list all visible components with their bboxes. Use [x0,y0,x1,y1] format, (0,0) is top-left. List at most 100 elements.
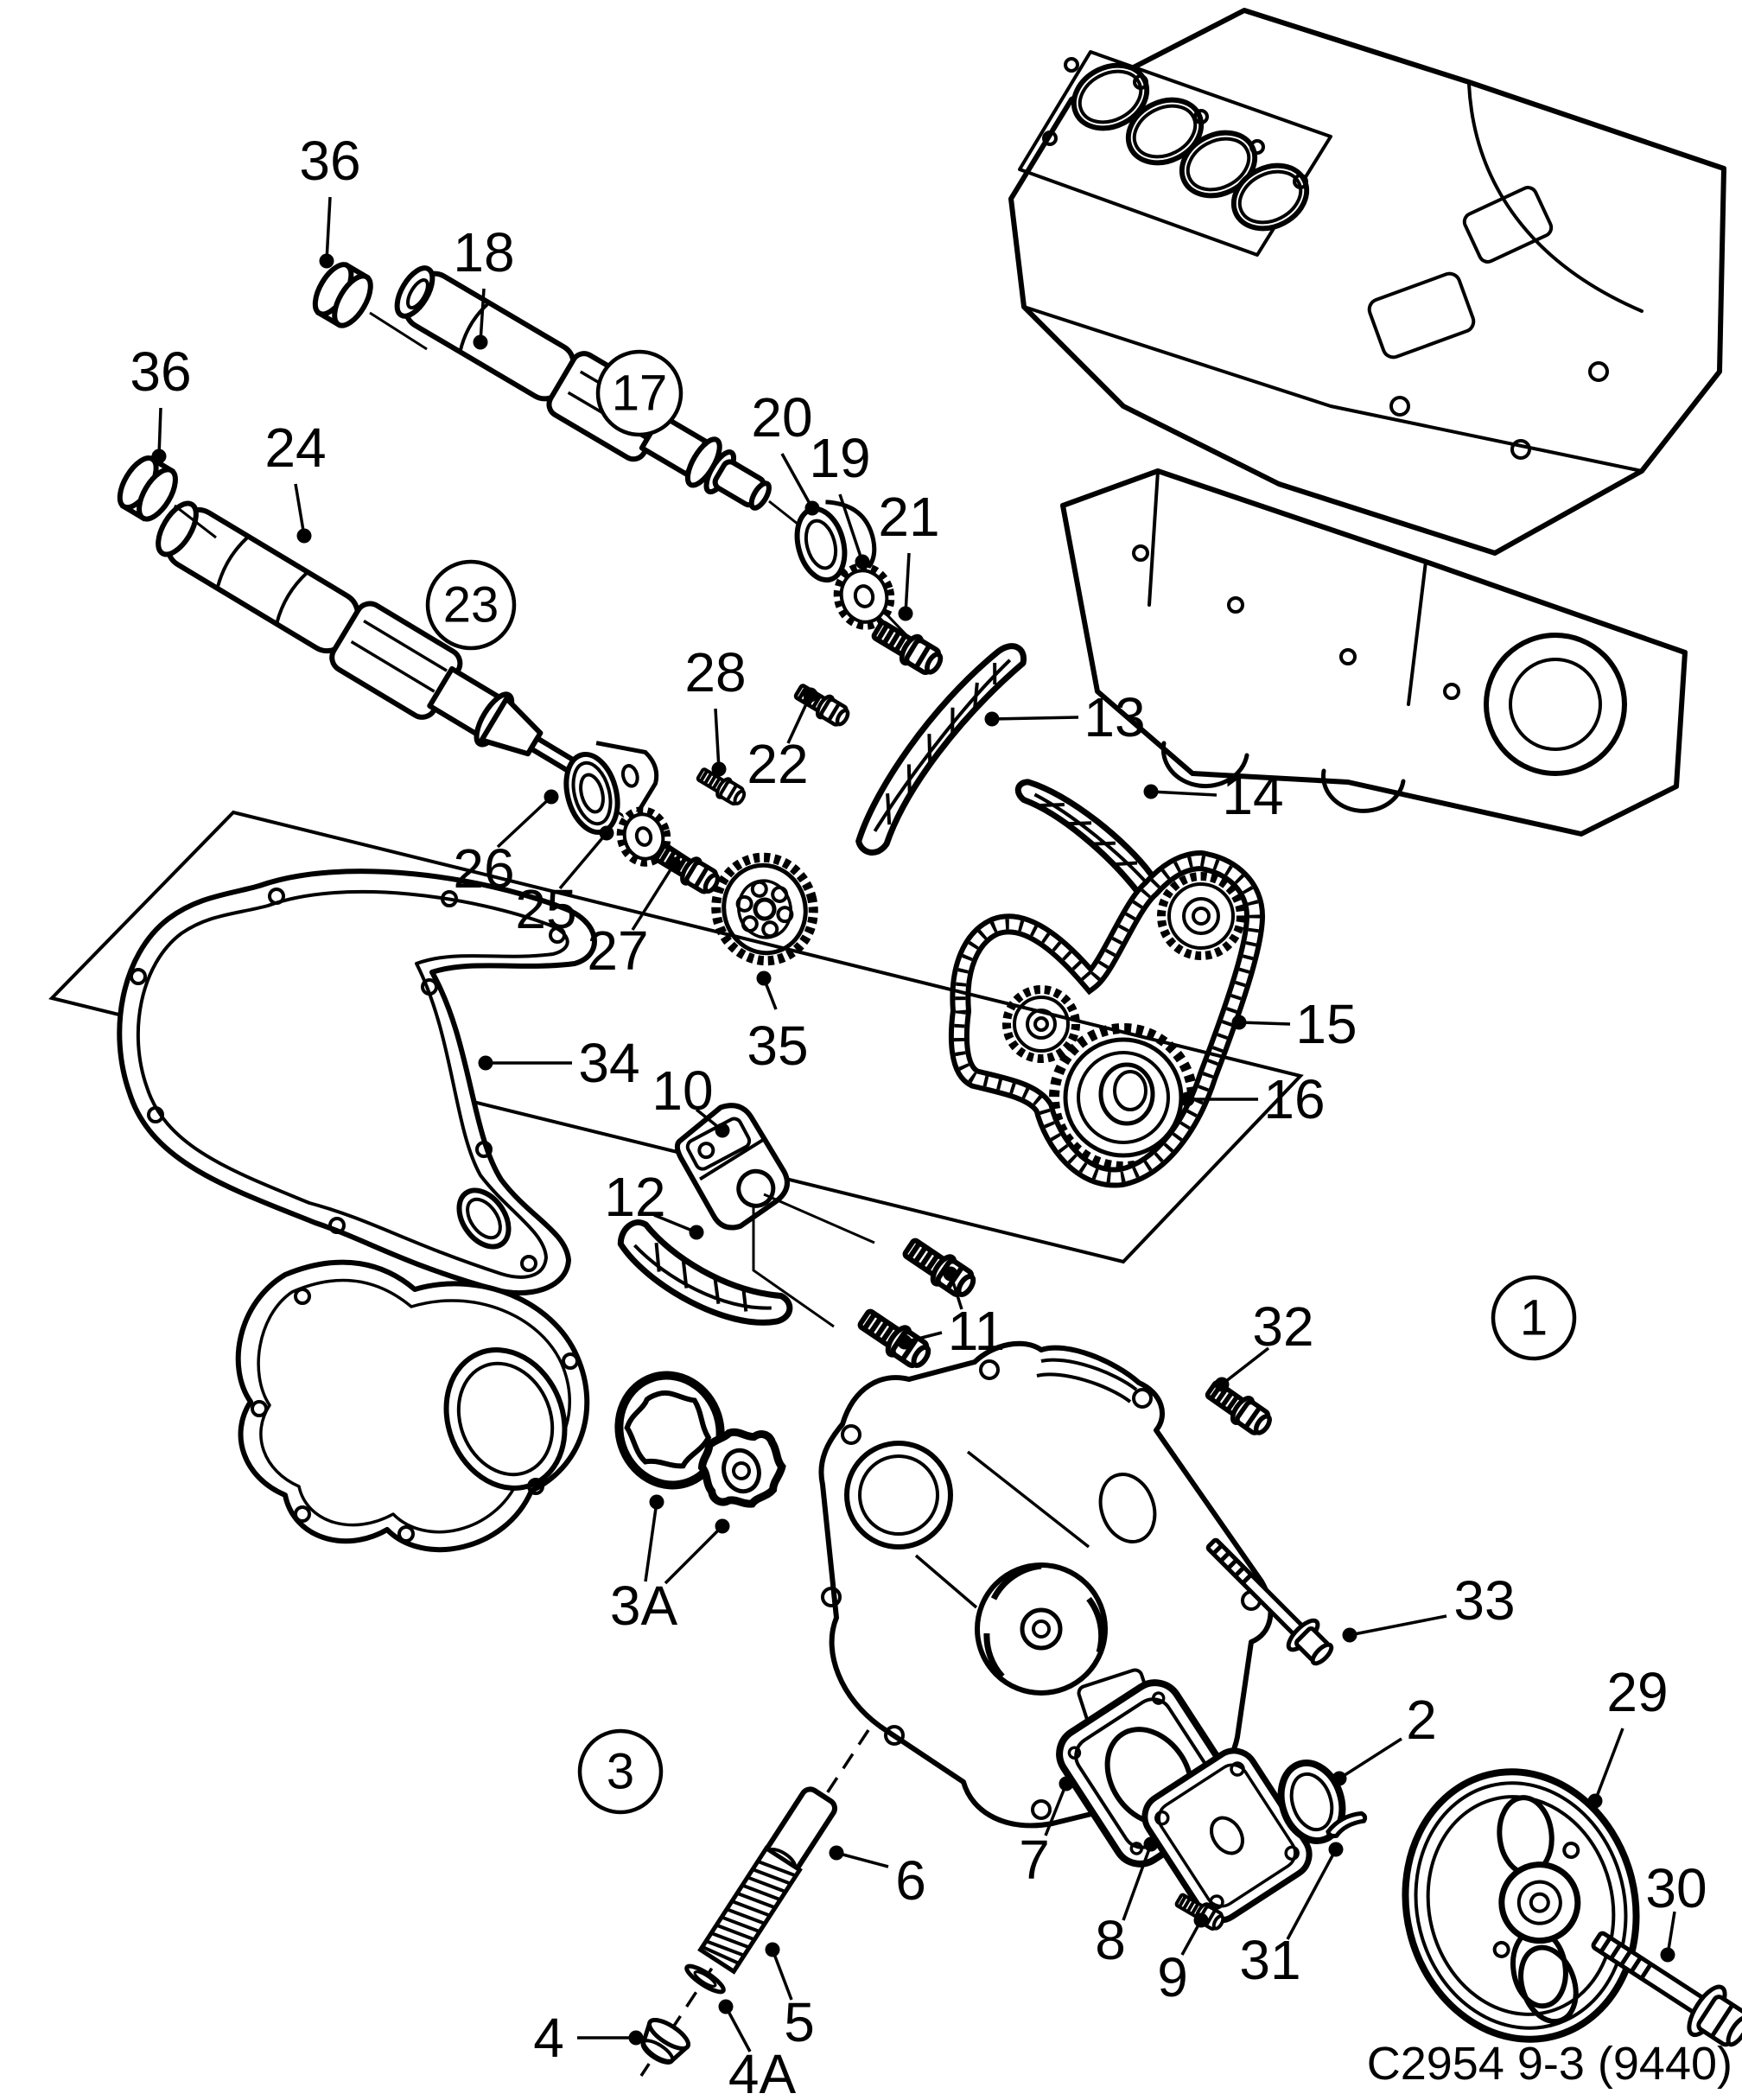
callout-number: 1 [1520,1290,1548,1346]
callout-number: 15 [1295,993,1357,1055]
leader-line [1593,1728,1624,1802]
callout-33: 33 [1342,1569,1516,1643]
callout-3: 3 [577,1728,664,1815]
leader-line [157,407,162,457]
leader-dot [718,1999,734,2014]
o-ring-31 [1326,1810,1368,1839]
callout-6: 6 [829,1845,926,1912]
leader-dot [1179,1091,1195,1107]
leader-dot [1059,1776,1074,1791]
callout-4: 4 [533,2007,644,2069]
gear-25 [616,806,671,867]
callout-31: 31 [1239,1842,1344,1991]
leader-dot [1328,1842,1344,1857]
chain-guide-13 [855,643,1027,856]
callout-25: 25 [515,825,614,940]
callout-14: 14 [1143,764,1284,826]
callout-1: 1 [1491,1275,1577,1361]
leader-line [780,453,814,509]
callout-number: 3A [610,1575,678,1637]
callout-number: 11 [948,1300,1005,1362]
leader-line [838,493,864,563]
leader-dot [715,1123,730,1138]
callout-number: 6 [895,1849,926,1912]
callout-19: 19 [809,427,871,570]
leader-dot [1587,1793,1603,1809]
callout-7: 7 [1019,1776,1074,1891]
callout-36: 36 [299,130,361,269]
callout-number: 34 [578,1032,639,1094]
seal-2 [1277,1760,1346,1844]
callout-28: 28 [684,641,747,777]
chain-guide-14 [1014,779,1158,897]
callout-8: 8 [1095,1836,1159,1971]
bearing-26 [563,741,659,836]
leader-dot [666,856,682,872]
assembly-axis-line [763,1193,875,1244]
washer-4a [684,1963,726,1995]
callout-number: 29 [1606,1661,1668,1723]
leader-dot [319,253,334,269]
callout-number: 30 [1645,1857,1707,1919]
leader-dot [151,449,167,464]
leader-line [558,831,608,890]
leader-line [724,2006,752,2052]
callout-10: 10 [652,1060,730,1138]
leader-dot [1660,1947,1675,1963]
timing-chain-15 [948,850,1266,1188]
leader-dot [1214,1377,1230,1392]
callout-9: 9 [1157,1912,1209,2008]
leader-dot [1342,1627,1357,1643]
assembly-axis-line [752,1206,835,1328]
callout-number: 18 [453,221,514,283]
callout-number: 7 [1019,1829,1050,1891]
callout-2: 2 [1332,1689,1437,1786]
leader-dot [803,687,818,703]
leader-dot [804,500,820,516]
cover-plate-8 [1141,1747,1313,1924]
leader-line [1220,1346,1270,1386]
callout-32: 32 [1214,1295,1314,1392]
callout-balloon [425,559,517,651]
callout-number: 5 [784,1991,815,2053]
assembly-axis-line [174,504,217,539]
callout-number: 17 [612,366,668,422]
callout-balloon [595,349,683,437]
balance-shaft-23 [156,500,584,780]
chain-tensioner-10 [674,1103,790,1231]
callout-number: 31 [1239,1929,1300,1991]
leader-dot [715,1518,730,1534]
leader-line [664,1524,724,1585]
leader-line [1238,1021,1291,1026]
callout-number: 3 [607,1744,634,1800]
oil-pump-outer-rotor-3a [614,1371,725,1490]
callout-number: 24 [264,417,326,479]
assembly-axis-line [369,311,428,351]
leader-dot [756,970,772,986]
callout-12: 12 [604,1166,704,1240]
callout-number: 28 [684,641,746,703]
callout-27: 27 [587,856,682,982]
callout-24: 24 [264,417,327,544]
callout-number: 2 [1406,1689,1437,1751]
callout-number: 23 [443,577,499,633]
leader-dot [829,1845,844,1861]
leader-dot [1231,1015,1247,1030]
tensioner-spring-5 [697,1845,803,1975]
callout-number: 33 [1453,1569,1515,1632]
leader-line [904,552,911,614]
callout-5: 5 [765,1942,815,2053]
callout-number: 36 [299,130,360,192]
callout-number: 32 [1252,1295,1313,1358]
leader-line [836,1851,889,1868]
leader-line [1349,1614,1447,1637]
callout-4A: 4A [718,1999,796,2100]
leader-line [631,863,676,931]
callout-number: 35 [747,1015,808,1077]
callout-balloon [577,1728,664,1815]
bolt-33 [1205,1537,1334,1666]
callout-3A: 3A [610,1494,730,1637]
leader-dot [628,2030,644,2046]
leader-line [991,716,1079,721]
leader-line [771,1949,793,2001]
